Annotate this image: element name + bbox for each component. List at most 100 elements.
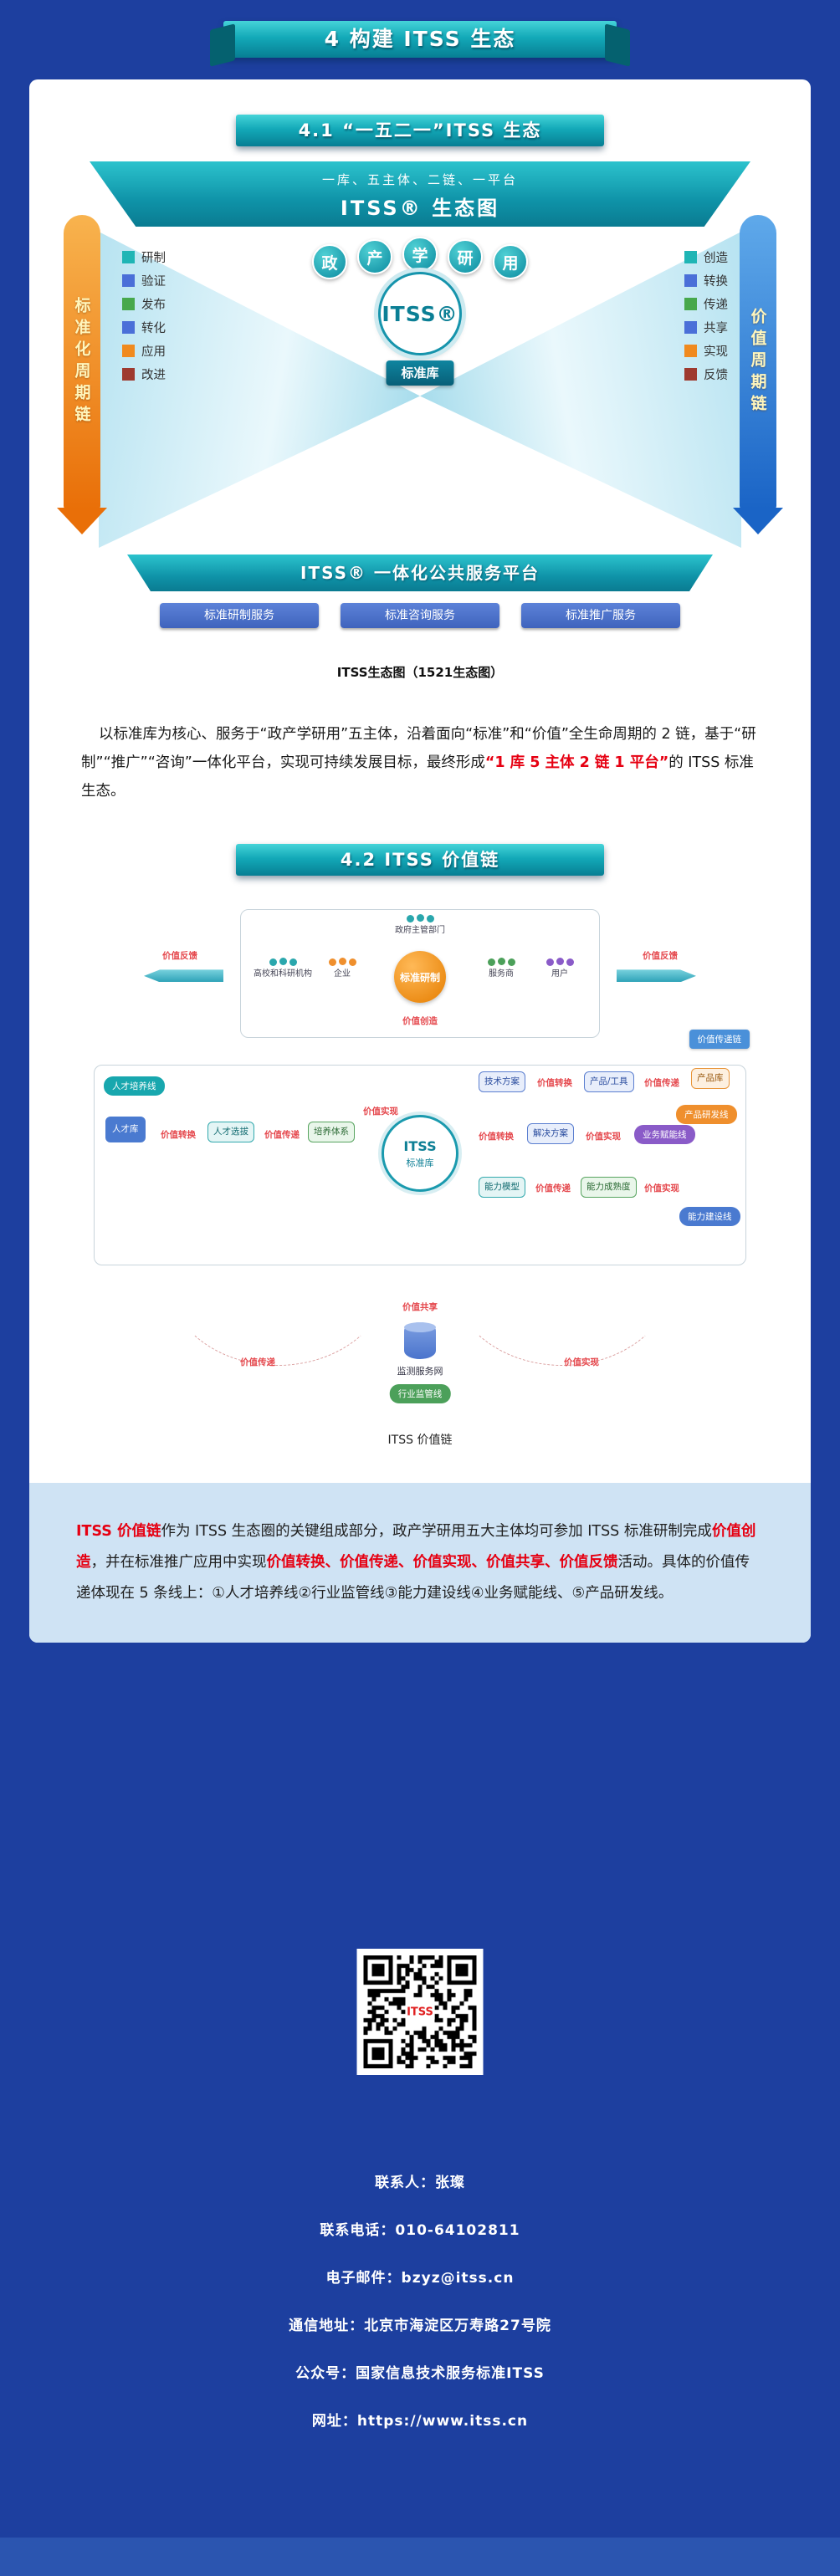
- value-convert-label: 价值转换: [537, 1078, 572, 1089]
- value-realize-label: 价值实现: [363, 1107, 398, 1117]
- supervision-line-pill: 行业监管线: [389, 1384, 451, 1404]
- ecosystem-diagram: 一库、五主体、二链、一平台 ITSS® 生态图 标准化周期链 价值周期链 研制 …: [52, 161, 788, 697]
- eco-item-label: 实现: [704, 345, 728, 359]
- subject-circle-user: 用: [493, 244, 528, 279]
- enterprise-label: 企业: [334, 969, 351, 979]
- eco-item-realize: 实现: [684, 342, 728, 360]
- subject-circle-research: 研: [448, 239, 483, 274]
- section-41-banner: 4.1 “一五二一”ITSS 生态: [236, 115, 604, 146]
- eco-item-transform: 转化: [122, 319, 166, 336]
- enterprise-group: 企业: [310, 958, 375, 980]
- contact-phone: 联系电话：010-64102811: [320, 2222, 520, 2239]
- value-realize-label: 价值实现: [644, 1183, 679, 1194]
- value-chain-diagram: 政府主管部门 高校和科研机构 企业 标准研制 服务商 用户 价值创造 价值反馈: [85, 906, 755, 1423]
- eco-item-feedback: 反馈: [684, 365, 728, 383]
- contact-person: 联系人：张璨: [375, 2175, 465, 2191]
- bullet-icon: [122, 298, 135, 310]
- eco-item-label: 传递: [704, 299, 728, 312]
- eco-item-label: 反馈: [704, 369, 728, 382]
- product-tool-node: 产品/工具: [584, 1071, 634, 1092]
- service-button-promote: 标准推广服务: [521, 603, 680, 628]
- value-chain-caption: ITSS 价值链: [387, 1434, 453, 1448]
- value-creation-label: 价值创造: [402, 1016, 438, 1027]
- value-flow-arc-right: [449, 1182, 675, 1367]
- eco-item-convert: 转换: [684, 272, 728, 289]
- eco-item-develop: 研制: [122, 248, 166, 266]
- footer-strip: [0, 2538, 840, 2576]
- para-41-highlight: “1 库 5 主体 2 链 1 平台”: [484, 754, 669, 772]
- para-41-text-2: 的 ITSS 标准生态。: [81, 754, 754, 800]
- university-label: 高校和科研机构: [254, 969, 312, 979]
- para-42-highlight-3: 价值转换、价值传递、价值实现、价值共享、价值反馈: [266, 1554, 618, 1572]
- public-service-platform-banner: ITSS® 一体化公共服务平台: [127, 555, 713, 591]
- bullet-icon: [684, 274, 697, 287]
- standardization-cycle-arrow: 标准化周期链: [57, 215, 107, 534]
- tech-solution-node: 技术方案: [479, 1071, 525, 1092]
- value-flow-arc-left: [165, 1182, 391, 1367]
- value-transfer-label: 价值传递: [644, 1078, 679, 1089]
- monitor-network-label: 监测服务网: [397, 1366, 443, 1377]
- value-transfer-label: 价值传递: [240, 1357, 275, 1368]
- bullet-icon: [122, 251, 135, 263]
- database-icon: [404, 1322, 436, 1360]
- section-42-title: 4.2 ITSS 价值链: [340, 850, 500, 871]
- bullet-icon: [122, 345, 135, 357]
- eco-item-transfer: 传递: [684, 295, 728, 313]
- eco-item-label: 创造: [704, 252, 728, 265]
- itss-standard-library-circle: ITSS 标准库: [382, 1115, 458, 1193]
- value-convert-label: 价值转换: [161, 1130, 196, 1141]
- feedback-arrow-left: [144, 969, 223, 983]
- bullet-icon: [122, 274, 135, 287]
- standard-library-badge: 标准库: [386, 360, 454, 386]
- eco-item-improve: 改进: [122, 365, 166, 383]
- eco-diagram-caption: ITSS生态图（1521生态图）: [336, 665, 504, 680]
- qr-code-frame: ITSS: [356, 1949, 484, 2075]
- page-title-banner: 4 构建 ITSS 生态: [223, 21, 617, 58]
- people-icon: [497, 958, 505, 966]
- platform-services-row: 标准研制服务 标准咨询服务 标准推广服务: [52, 603, 788, 628]
- subject-circle-industry: 产: [357, 239, 392, 274]
- product-lib-node: 产品库: [691, 1068, 730, 1089]
- talent-select-node: 人才选拔: [207, 1122, 254, 1142]
- provider-group: 服务商: [469, 958, 534, 980]
- para-41-text-1: 以标准库为核心、服务于“政产学研用”五主体，沿着面向“标准”和“价值”全生命周期…: [81, 726, 756, 772]
- qr-center-label: ITSS: [405, 2005, 435, 2019]
- content-card: 4.1 “一五二一”ITSS 生态 一库、五主体、二链、一平台 ITSS® 生态…: [29, 79, 811, 1643]
- product-line-pill: 产品研发线: [676, 1105, 737, 1125]
- eco-item-label: 转换: [704, 275, 728, 289]
- five-subjects-row: 政 产 学 研 用: [312, 237, 528, 279]
- solution-node: 解决方案: [527, 1123, 574, 1144]
- talent-pool-node: 人才库: [105, 1117, 146, 1142]
- subject-circle-academia: 学: [402, 237, 438, 272]
- capability-line-pill: 能力建设线: [679, 1207, 740, 1227]
- eco-header-title: ITSS® 生态图: [340, 197, 500, 220]
- provider-label: 服务商: [489, 969, 514, 979]
- training-system-node: 培养体系: [308, 1122, 355, 1142]
- para-42-highlight-2: 价值创造: [76, 1523, 756, 1572]
- people-icon: [416, 914, 424, 923]
- value-share-label: 价值共享: [402, 1302, 438, 1313]
- value-cycle-arrow: 价值周期链: [733, 215, 783, 534]
- eco-item-label: 应用: [141, 345, 166, 359]
- value-cycle-label: 价值周期链: [748, 308, 767, 417]
- section-42-banner: 4.2 ITSS 价值链: [236, 844, 604, 877]
- talent-line-pill: 人才培养线: [104, 1076, 165, 1096]
- eco-item-label: 发布: [141, 299, 166, 312]
- eco-header-subtitle: 一库、五主体、二链、一平台: [321, 172, 518, 187]
- bullet-icon: [684, 298, 697, 310]
- value-feedback-label-right: 价值反馈: [643, 951, 678, 962]
- value-feedback-label-left: 价值反馈: [162, 951, 197, 962]
- subject-circle-gov: 政: [312, 244, 347, 279]
- standard-development-circle: 标准研制: [394, 951, 446, 1004]
- eco-item-label: 共享: [704, 322, 728, 335]
- eco-item-verify: 验证: [122, 272, 166, 289]
- value-realize-label: 价值实现: [564, 1357, 599, 1368]
- value-transfer-label: 价值传递: [264, 1130, 300, 1141]
- user-label: 用户: [551, 969, 568, 979]
- people-icon: [556, 958, 564, 966]
- contact-website[interactable]: 网址：https://www.itss.cn: [311, 2413, 529, 2430]
- value-realize-label: 价值实现: [586, 1132, 621, 1142]
- service-button-develop: 标准研制服务: [160, 603, 319, 628]
- government-label: 政府主管部门: [395, 926, 445, 936]
